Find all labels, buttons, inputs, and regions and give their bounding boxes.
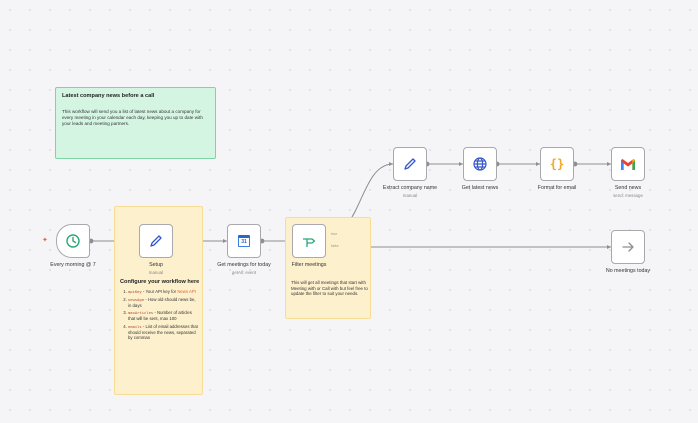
node-format-email[interactable]: {} — [540, 147, 574, 181]
news-api-link[interactable]: News API — [177, 289, 196, 294]
gmail-icon — [621, 158, 635, 170]
node-subtitle: manual — [148, 270, 164, 275]
list-item: emails - List of email addresses that sh… — [128, 324, 200, 341]
globe-icon — [473, 157, 487, 171]
setup-instructions-list: apiKey - Your API key for News API newsA… — [120, 289, 200, 341]
sticky-note-title: Configure your workflow here — [120, 279, 200, 285]
google-calendar-icon: 31 — [238, 235, 250, 247]
arrowhead — [607, 245, 611, 249]
arrow-right-icon — [622, 242, 634, 252]
node-extract-company[interactable] — [393, 147, 427, 181]
arrowhead — [536, 162, 540, 166]
sticky-note-title: Latest company news before a call — [62, 93, 155, 99]
node-label: Get meetings for today — [217, 262, 271, 268]
node-get-news[interactable] — [463, 147, 497, 181]
sticky-note-setup-content: Configure your workflow here apiKey - Yo… — [120, 279, 200, 343]
pencil-icon — [404, 158, 416, 170]
code-braces-icon: {} — [549, 157, 565, 171]
node-label: Get latest news — [461, 185, 499, 191]
arrowhead — [223, 239, 227, 243]
node-label: Setup — [149, 262, 163, 268]
clock-icon — [66, 234, 80, 248]
node-label: No meetings today — [605, 268, 651, 274]
node-label: Filter meetings — [291, 262, 327, 268]
port-label-true: true — [331, 232, 338, 236]
list-item: apiKey - Your API key for News API — [128, 289, 200, 295]
arrowhead — [459, 162, 463, 166]
list-item: newsAge - How old should news be, in day… — [128, 297, 200, 309]
node-no-meetings[interactable] — [611, 230, 645, 264]
node-subtitle: send: message — [613, 193, 643, 198]
list-item: maxArticles - Number of articles that wi… — [128, 310, 200, 322]
node-get-meetings[interactable]: 31 — [227, 224, 261, 258]
node-label: Send news — [614, 185, 642, 191]
node-subtitle: getAll: event — [231, 270, 257, 275]
node-send-news[interactable] — [611, 147, 645, 181]
pencil-icon — [150, 235, 162, 247]
sticky-note-body: This will get all meetings that start wi… — [291, 280, 368, 297]
node-every-morning[interactable] — [56, 224, 90, 258]
node-setup[interactable] — [139, 224, 173, 258]
trigger-bolt-icon: ✦ — [42, 237, 48, 244]
node-subtitle: manual — [402, 193, 418, 198]
sticky-note-intro[interactable]: Latest company news before a call This w… — [55, 87, 216, 159]
node-label: Every morning @ 7 — [50, 262, 96, 268]
arrowhead — [607, 162, 611, 166]
node-label: Extract company name — [382, 185, 438, 191]
node-filter-meetings[interactable] — [292, 224, 326, 258]
port-label-false: false — [331, 244, 339, 248]
sticky-note-body: This workflow will send you a list of la… — [62, 109, 203, 126]
filter-icon — [303, 238, 316, 247]
arrowhead — [389, 162, 393, 166]
node-label: Format for email — [537, 185, 577, 191]
